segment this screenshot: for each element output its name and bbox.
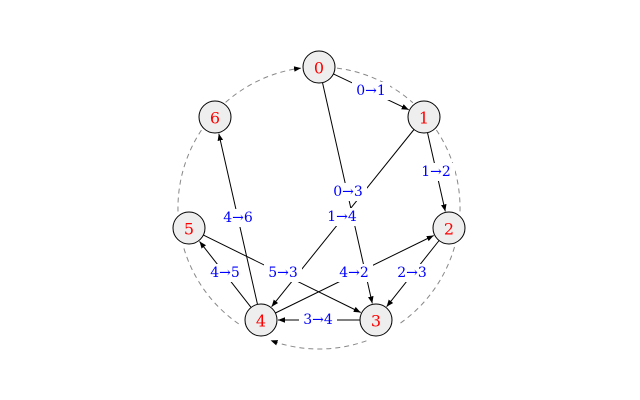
edge-label-5-3: 5→3 bbox=[268, 265, 298, 281]
node-4[interactable]: 4 bbox=[244, 303, 278, 337]
edge-label-bg-4-6 bbox=[219, 209, 257, 227]
edge-label-bg-4-2 bbox=[335, 264, 373, 282]
nodes-layer: 0 1 2 3 4 5 6 bbox=[172, 50, 466, 337]
node-5[interactable]: 5 bbox=[172, 211, 206, 245]
node-6[interactable]: 6 bbox=[198, 100, 232, 134]
node-2[interactable]: 2 bbox=[432, 211, 466, 245]
order-arc-6-0 bbox=[225, 66, 302, 103]
edge-label-0-3: 0→3 bbox=[333, 184, 363, 200]
edge-label-4-6: 4→6 bbox=[223, 210, 253, 226]
edge-labels-layer: 0→1 1→2 0→3 1→4 4→6 4→5 5→3 4→2 2→3 3→4 bbox=[206, 82, 455, 329]
edge-label-0-1: 0→1 bbox=[356, 83, 386, 99]
edge-label-1-2: 1→2 bbox=[421, 164, 451, 180]
node-circle-2 bbox=[432, 211, 466, 245]
edge-label-2-3: 2→3 bbox=[397, 265, 427, 281]
node-circle-6 bbox=[198, 100, 232, 134]
node-circle-3 bbox=[359, 303, 393, 337]
edge-label-bg-3-4 bbox=[299, 311, 337, 329]
order-arc-4-5 bbox=[183, 246, 239, 325]
edge-label-4-2: 4→2 bbox=[339, 265, 369, 281]
node-circle-5 bbox=[172, 211, 206, 245]
node-3[interactable]: 3 bbox=[359, 303, 393, 337]
edge-label-bg-5-3 bbox=[264, 264, 302, 282]
node-label-5: 5 bbox=[184, 220, 194, 239]
order-arc-0-1 bbox=[336, 67, 414, 104]
node-label-2: 2 bbox=[444, 220, 454, 239]
order-arc-5-6 bbox=[177, 129, 203, 212]
node-label-0: 0 bbox=[314, 59, 324, 78]
node-order-arcs bbox=[177, 66, 461, 350]
node-label-1: 1 bbox=[419, 109, 429, 128]
edges-layer bbox=[199, 73, 447, 323]
edge-label-3-4: 3→4 bbox=[303, 312, 333, 328]
node-label-4: 4 bbox=[256, 312, 266, 331]
edge-label-bg-1-2 bbox=[417, 163, 455, 181]
node-label-6: 6 bbox=[210, 109, 220, 128]
edge-label-bg-2-3 bbox=[393, 264, 431, 282]
edge-label-bg-1-4 bbox=[323, 208, 361, 226]
node-1[interactable]: 1 bbox=[407, 100, 441, 134]
edge-label-1-4: 1→4 bbox=[327, 209, 357, 225]
node-circle-0 bbox=[302, 50, 336, 84]
node-label-3: 3 bbox=[371, 312, 381, 331]
edge-label-4-5: 4→5 bbox=[210, 265, 240, 281]
order-arc-3-4 bbox=[270, 339, 367, 350]
node-0[interactable]: 0 bbox=[302, 50, 336, 84]
edge-label-bg-0-3 bbox=[329, 183, 367, 201]
order-arc-2-3 bbox=[398, 246, 455, 325]
node-circle-1 bbox=[407, 100, 441, 134]
edge-label-bg-0-1 bbox=[352, 82, 390, 100]
node-circle-4 bbox=[244, 303, 278, 337]
edge-label-bg-4-5 bbox=[206, 264, 244, 282]
